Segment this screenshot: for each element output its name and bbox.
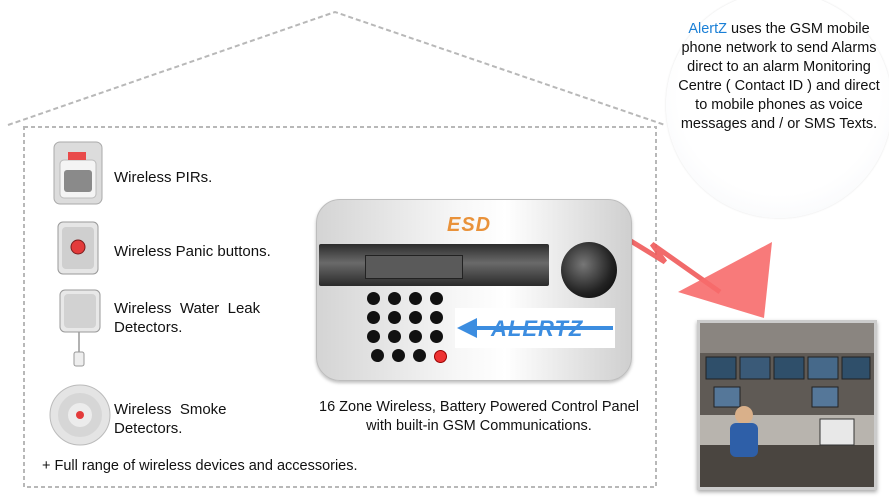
keypad-key — [367, 292, 380, 305]
house-roof — [7, 10, 666, 126]
keypad-key — [392, 349, 405, 362]
device-label-panic-button: Wireless Panic buttons. — [114, 243, 271, 260]
device-label-smoke: Wireless Smoke Detectors. — [114, 401, 231, 437]
panic-button-icon — [57, 221, 99, 275]
keypad-key — [430, 311, 443, 324]
control-panel-caption: 16 Zone Wireless, Battery Powered Contro… — [319, 399, 639, 434]
info-bubble-text: AlertZ uses the GSM mobile phone network… — [672, 20, 886, 134]
keypad-key — [430, 292, 443, 305]
alertz-badge-text: ALERTZ — [491, 316, 584, 341]
accessories-footnote: + Full range of wireless devices and acc… — [42, 458, 358, 474]
alertz-badge: ALERTZ — [455, 308, 615, 348]
keypad-key — [409, 330, 422, 343]
device-label-water-leak: Wireless Water Leak Detectors. — [114, 300, 265, 336]
panel-display — [365, 255, 463, 279]
alertz-arrow-icon — [457, 318, 613, 338]
keypad-key — [388, 311, 401, 324]
info-bubble — [666, 0, 889, 218]
alertz-brand-name: AlertZ — [688, 21, 727, 37]
keypad-key — [409, 311, 422, 324]
info-bubble-body: uses the GSM mobile phone network to sen… — [678, 21, 880, 132]
control-panel: ESD ALERTZ — [316, 199, 632, 381]
keypad-key — [371, 349, 384, 362]
alarm-signal-arrow — [598, 219, 772, 318]
keypad-key — [409, 292, 422, 305]
keypad-key — [367, 311, 380, 324]
keypad-key — [388, 292, 401, 305]
keypad-key — [413, 349, 426, 362]
esd-logo: ESD — [447, 214, 492, 236]
keypad-alarm-key — [434, 350, 447, 363]
house-walls — [23, 126, 657, 488]
device-label-pir: Wireless PIRs. — [114, 169, 213, 186]
panel-speaker — [561, 242, 617, 298]
keypad-key — [430, 330, 443, 343]
keypad-key — [367, 330, 380, 343]
panel-display-frame — [319, 244, 549, 286]
keypad-key — [388, 330, 401, 343]
pir-sensor-icon — [53, 141, 103, 205]
water-leak-detector-icon — [59, 289, 101, 367]
smoke-detector-icon — [49, 384, 111, 446]
monitoring-centre-photo — [697, 320, 877, 490]
